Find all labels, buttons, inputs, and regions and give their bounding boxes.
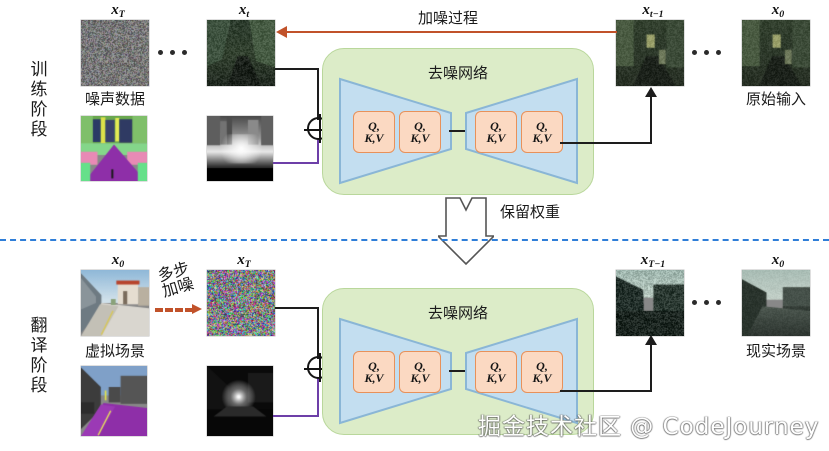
multistep-noise-arrowhead <box>192 304 202 314</box>
qkv-block-2-training: Q,K,V <box>399 111 441 153</box>
stage-label-char: 翻 <box>30 316 48 336</box>
label-xT-translation: xT <box>237 252 251 270</box>
thumb-depth-map-translation <box>207 366 273 436</box>
thumb-xTm1-translation <box>616 270 684 336</box>
unet-encoder-training <box>339 77 452 185</box>
keep-weights-label: 保留权重 <box>500 203 561 221</box>
keep-weights-arrow <box>438 197 494 266</box>
stage-label-char: 练 <box>30 80 48 101</box>
qkv-text: Q,K,V <box>364 118 384 145</box>
qkv-block-3-training: Q,K,V <box>475 111 517 153</box>
qkv-block-1-training: Q,K,V <box>353 111 395 153</box>
stage-label-char: 译 <box>30 336 48 357</box>
watermark: 掘金技术社区 @ CodeJourney <box>478 414 820 440</box>
noising-process-arrowhead <box>276 26 287 38</box>
thumb-semantic-map-training <box>81 116 147 181</box>
thumb-real-scene <box>742 270 810 336</box>
connector-depth-to-plus-v-translation <box>317 378 319 417</box>
unet-bottleneck-link-translation <box>449 370 465 372</box>
label-xtm1-training: xt−1 <box>642 2 664 20</box>
noising-process-label: 加噪过程 <box>418 9 479 27</box>
label-xT-training: xT <box>111 2 125 20</box>
ellipsis-training-left <box>158 50 187 55</box>
qkv-text: Q,K,V <box>486 118 506 145</box>
arrowhead-to-xtm1-training <box>645 87 657 97</box>
denoise-network-title-training: 去噪网络 <box>427 64 488 82</box>
thumb-noise-data <box>81 20 149 86</box>
connector-network-out-h-translation <box>560 390 652 392</box>
connector-xt-to-plus-v <box>317 68 319 120</box>
noising-process-line <box>287 31 617 33</box>
label-xt-training: xt <box>238 2 250 20</box>
qkv-block-3-translation: Q,K,V <box>475 351 517 393</box>
caption-original-input: 原始输入 <box>745 90 806 108</box>
connector-depth-to-plus-h-translation <box>273 415 319 417</box>
qkv-text: Q,K,V <box>410 358 430 385</box>
thumb-xT-translation <box>207 270 275 336</box>
ellipsis-training-right <box>692 50 721 55</box>
arrowhead-to-xTm1-translation <box>645 335 657 345</box>
unet-encoder-translation <box>339 317 452 425</box>
qkv-block-4-translation: Q,K,V <box>521 351 563 393</box>
qkv-text: Q,K,V <box>364 358 384 385</box>
thumb-semantic-map-translation <box>81 366 147 436</box>
stage-label-training: 训 练 阶 段 <box>22 60 56 140</box>
label-x0-out-translation: x0 <box>771 252 785 270</box>
connector-network-out-v-training <box>650 96 652 144</box>
connector-xT-to-plus-v-translation <box>317 307 319 359</box>
thumb-x0-training <box>742 20 810 86</box>
connector-depth-to-plus-v <box>317 138 319 164</box>
unet-bottleneck-link-training <box>449 130 465 132</box>
connector-xT-to-plus-h-translation <box>275 307 319 309</box>
stage-label-char: 段 <box>30 120 48 141</box>
connector-depth-to-plus-h <box>273 162 319 164</box>
qkv-text: Q,K,V <box>486 358 506 385</box>
stage-divider <box>0 239 829 241</box>
stage-label-char: 阶 <box>30 356 48 377</box>
caption-real-scene: 现实场景 <box>745 342 806 360</box>
caption-virtual-scene: 虚拟场景 <box>84 342 145 360</box>
qkv-block-4-training: Q,K,V <box>521 111 563 153</box>
label-xTm1-translation: xT−1 <box>640 252 666 270</box>
stage-label-char: 阶 <box>30 100 48 121</box>
multistep-noise-label: 多步 加噪 <box>155 258 196 302</box>
connector-network-out-v-translation <box>650 344 652 392</box>
denoise-network-translation: 去噪网络 Q,K,V Q,K,V Q,K,V Q,K,V <box>322 288 594 435</box>
thumb-xtm1-training <box>616 20 684 86</box>
denoise-network-training: 去噪网络 Q,K,V Q,K,V Q,K,V Q,K,V <box>322 48 594 195</box>
qkv-text: Q,K,V <box>532 118 552 145</box>
thumb-virtual-scene <box>81 270 149 336</box>
multistep-noise-dashed-line <box>155 308 193 312</box>
thumb-depth-map-training <box>207 116 273 181</box>
ellipsis-translation-right <box>692 300 721 305</box>
qkv-text: Q,K,V <box>532 358 552 385</box>
qkv-text: Q,K,V <box>410 118 430 145</box>
stage-label-char: 训 <box>30 60 48 80</box>
stage-label-translation: 翻 译 阶 段 <box>22 316 56 396</box>
connector-network-out-h-training <box>560 142 652 144</box>
stage-label-char: 段 <box>30 376 48 397</box>
label-x0-translation: x0 <box>111 252 125 270</box>
qkv-block-2-translation: Q,K,V <box>399 351 441 393</box>
thumb-xt-training <box>207 20 275 86</box>
connector-xt-to-plus-h <box>275 68 319 70</box>
qkv-block-1-translation: Q,K,V <box>353 351 395 393</box>
caption-noise-data: 噪声数据 <box>84 90 145 108</box>
label-x0-training: x0 <box>771 2 785 20</box>
denoise-network-title-translation: 去噪网络 <box>427 304 488 322</box>
